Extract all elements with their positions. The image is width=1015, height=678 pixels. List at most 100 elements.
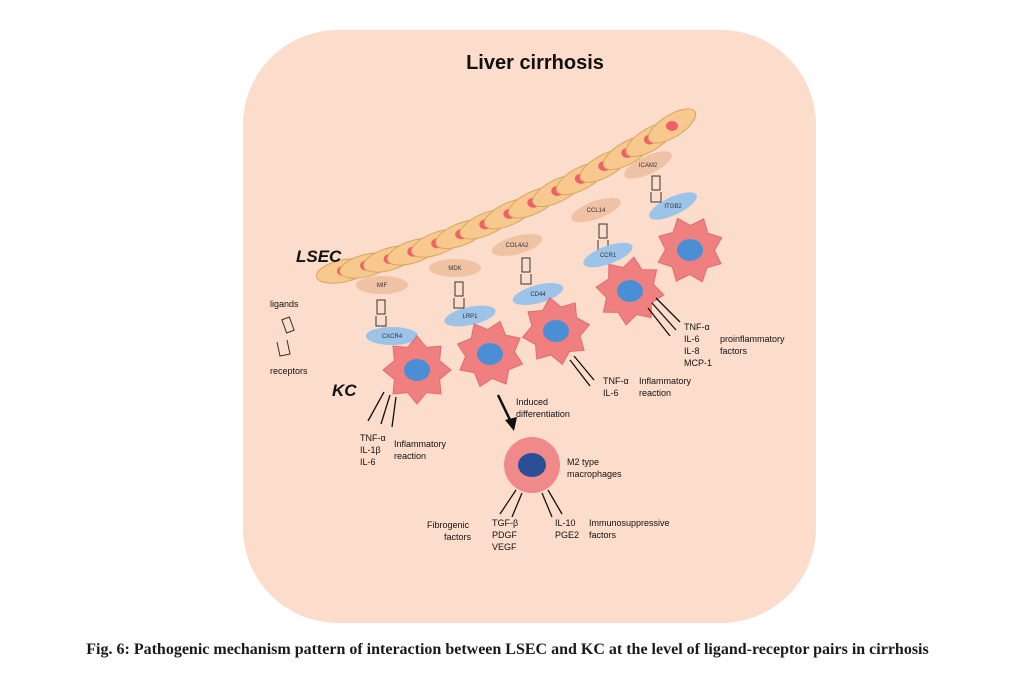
- receptor-label: CXCR4: [382, 334, 403, 340]
- middle-kc-secretion: TNF-α IL-6 Inflammatory reaction: [569, 355, 692, 398]
- factor-label: IL-6: [360, 457, 376, 467]
- background-panel: [243, 30, 816, 623]
- diagram-title: Liver cirrhosis: [466, 52, 604, 74]
- m2-label: macrophages: [567, 469, 622, 479]
- effect-label: Inflammatory: [639, 376, 692, 386]
- ligand-receptor-pair-mif-cxcr4: MIF CXCR4: [356, 276, 418, 345]
- receptor-label: ITGB2: [664, 204, 682, 210]
- legend-ligand-icon: [281, 316, 295, 334]
- immuno-label: Immunosuppressive: [589, 518, 670, 528]
- secretion-line: [499, 489, 517, 515]
- receptor-cd44: [512, 283, 564, 305]
- receptor-label: CD44: [530, 292, 546, 298]
- ligand-connector: [521, 257, 531, 273]
- receptor-lrp1: [444, 305, 496, 327]
- right-kc-secretion: TNF-α IL-6 IL-8 MCP-1 proinflammatory fa…: [647, 297, 785, 368]
- receptor-ccr1: [583, 242, 633, 268]
- secretion-line: [647, 307, 671, 337]
- immuno-factor: IL-10: [555, 518, 576, 528]
- ligand-connector: [454, 281, 464, 297]
- immuno-label: factors: [589, 530, 617, 540]
- secretion-line: [651, 302, 677, 331]
- secretion-line: [367, 391, 385, 422]
- arrow-head: [505, 417, 517, 431]
- secretion-line: [569, 359, 591, 387]
- factor-label: IL-6: [603, 388, 619, 398]
- receptor-cxcr4: [366, 327, 418, 345]
- arrow-label: differentiation: [516, 409, 570, 419]
- secretion-line: [391, 396, 397, 428]
- receptor-itgb2: [649, 192, 697, 220]
- fibrogenic-label: Fibrogenic: [427, 520, 470, 530]
- secretion-line: [541, 492, 553, 518]
- factor-label: TNF-α: [360, 433, 386, 443]
- fibrogenic-factor: PDGF: [492, 530, 518, 540]
- fibrogenic-factor: VEGF: [492, 542, 517, 552]
- effect-label: factors: [720, 346, 748, 356]
- immuno-factor: PGE2: [555, 530, 579, 540]
- ligand-connector: [376, 299, 386, 315]
- ligand-label: ICAM2: [639, 163, 658, 169]
- secretion-line: [547, 489, 563, 515]
- arrow-shaft: [496, 394, 513, 423]
- factor-label: IL-8: [684, 346, 700, 356]
- effect-label: reaction: [639, 388, 671, 398]
- figure-caption: Fig. 6: Pathogenic mechanism pattern of …: [86, 641, 929, 658]
- ligand-label: COL4A2: [505, 243, 529, 249]
- ligand-ccl14: [571, 197, 621, 223]
- ligand-receptor-pair-col4a2-cd44: COL4A2 CD44: [491, 234, 564, 305]
- kc-label: KC: [332, 381, 357, 400]
- lsec-label: LSEC: [296, 247, 342, 266]
- secretion-line: [380, 394, 391, 425]
- ligand-icam2: [624, 151, 672, 179]
- kupffer-cells: [382, 217, 723, 405]
- receptor-connector: [650, 192, 662, 203]
- legend-receptors-label: receptors: [270, 366, 308, 376]
- endothelial-nucleus: [666, 121, 678, 131]
- fibrogenic-label: factors: [444, 532, 472, 542]
- secretion-line: [655, 297, 681, 323]
- effect-label: reaction: [394, 451, 426, 461]
- m2-label: M2 type: [567, 457, 599, 467]
- ligand-col4a2: [491, 234, 543, 256]
- m2-macrophage: M2 type macrophages Fibrogenic factors T…: [427, 437, 670, 552]
- kupffer-cell-nucleus: [677, 239, 703, 261]
- lsec-endothelial-chain: [316, 108, 697, 284]
- receptor-label: LRP1: [462, 314, 478, 320]
- kupffer-cell-nucleus: [404, 359, 430, 381]
- ligand-mif: [356, 276, 408, 294]
- factor-label: IL-6: [684, 334, 700, 344]
- receptor-connector: [375, 316, 387, 327]
- factor-label: IL-1β: [360, 445, 381, 455]
- effect-label: proinflammatory: [720, 334, 785, 344]
- factor-label: MCP-1: [684, 358, 712, 368]
- ligand-receptor-pair-ccl14-ccr1: CCL14 CCR1: [571, 197, 633, 268]
- ligand-connector: [598, 223, 608, 239]
- ligand-label: CCL14: [587, 208, 606, 214]
- differentiation-arrow: Induced differentiation: [496, 394, 570, 431]
- factor-label: TNF-α: [603, 376, 629, 386]
- ligand-label: MDK: [448, 266, 461, 272]
- receptor-label: CCR1: [600, 253, 617, 259]
- ligand-mdk: [429, 259, 481, 277]
- kupffer-cell-nucleus: [617, 280, 643, 302]
- secretion-line: [511, 492, 523, 518]
- ligand-receptor-pair-mdk-lrp1: MDK LRP1: [429, 259, 496, 327]
- receptor-connector: [520, 274, 532, 285]
- kupffer-cell-nucleus: [543, 320, 569, 342]
- m2-nucleus: [518, 453, 546, 477]
- receptor-connector: [453, 298, 465, 309]
- ligand-label: MIF: [377, 283, 388, 289]
- effect-label: Inflammatory: [394, 439, 447, 449]
- factor-label: TNF-α: [684, 322, 710, 332]
- ligand-receptor-pair-icam2-itgb2: ICAM2 ITGB2: [624, 151, 697, 220]
- left-kc-secretion: TNF-α IL-1β IL-6 Inflammatory reaction: [360, 391, 447, 467]
- legend-ligands-label: ligands: [270, 299, 299, 309]
- legend: ligands receptors: [270, 299, 308, 376]
- legend-receptor-icon: [276, 339, 291, 357]
- fibrogenic-factor: TGF-β: [492, 518, 518, 528]
- kupffer-cell-nucleus: [477, 343, 503, 365]
- secretion-line: [573, 355, 595, 381]
- arrow-label: Induced: [516, 397, 548, 407]
